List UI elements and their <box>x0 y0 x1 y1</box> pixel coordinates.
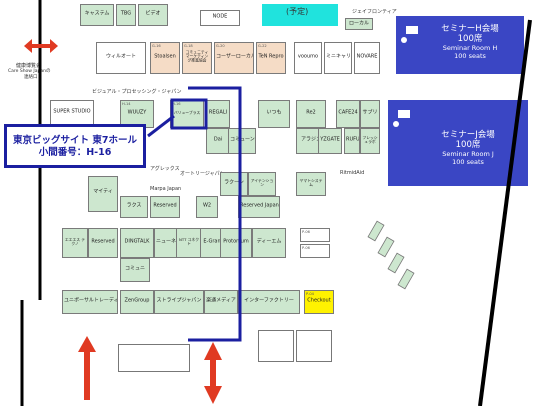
booth[interactable]: 楽通メディア <box>204 290 238 314</box>
agrex-label: アグレックス <box>150 166 180 172</box>
booth[interactable]: ディーエム <box>252 228 286 258</box>
booth[interactable]: フレッシュラボ <box>360 128 380 154</box>
arrow-up-down-icon <box>204 342 222 404</box>
arrow-left-right-icon <box>24 39 58 53</box>
careshow-label: Care Show Japanの <box>8 69 51 74</box>
diagonal-booths <box>367 220 415 290</box>
booth[interactable]: NOVARE <box>354 42 380 74</box>
booth[interactable]: ラクス <box>120 196 148 218</box>
supporter-label: オートリージャパン <box>180 171 225 177</box>
booth[interactable]: YZGATE <box>318 128 342 154</box>
route-path <box>188 86 242 342</box>
top-center-label: (予定) <box>286 7 309 16</box>
ritmid-label: RitmidAid <box>340 170 365 176</box>
booth[interactable]: Dai <box>206 128 230 154</box>
booth[interactable]: マイティ <box>88 176 118 212</box>
booth-small[interactable] <box>296 330 332 362</box>
booth[interactable]: CAFE24 <box>336 100 360 128</box>
booth[interactable]: Re2 <box>296 100 326 128</box>
marpa-label: Marpa Japan <box>150 186 182 192</box>
booth-small[interactable] <box>258 330 294 362</box>
top-right-label: ジェイフロンティア <box>352 9 397 15</box>
booth[interactable]: NTT コネクト <box>176 228 202 258</box>
booth[interactable]: vooumo <box>294 42 322 74</box>
booth-callout: 東京ビッグサイト 東7ホール 小間番号：H-16 <box>4 124 146 168</box>
booth[interactable]: Reserved <box>150 196 180 218</box>
h16-highlight <box>170 98 208 130</box>
presenter-icon <box>393 26 418 127</box>
callout-venue: 東京ビッグサイト 東7ホール <box>13 135 137 146</box>
booth[interactable]: ユニポーサルトレーディング <box>62 290 118 314</box>
booth[interactable]: ZenGroup <box>120 290 154 314</box>
booth[interactable]: Protonium <box>220 228 252 258</box>
booth[interactable]: SUPER STUDIO <box>50 100 94 126</box>
booth[interactable]: コミューン <box>228 128 256 154</box>
booth[interactable]: コミュニ <box>120 258 150 282</box>
booth[interactable]: ローカル <box>345 18 373 30</box>
booth[interactable]: TBG <box>116 4 136 26</box>
booth[interactable]: RUFU <box>344 128 360 154</box>
right-wall <box>478 19 532 406</box>
booth[interactable]: ヤマトシステム <box>296 172 326 196</box>
booth[interactable]: いつも <box>258 100 290 128</box>
arrow-up-icon <box>78 336 96 400</box>
booth[interactable]: アイテンション <box>248 172 276 196</box>
booth[interactable]: サブリ <box>360 100 380 128</box>
booth[interactable]: Reserved <box>88 228 118 258</box>
booth[interactable]: NODE <box>200 10 240 26</box>
booth-small[interactable] <box>118 344 190 372</box>
careshow-label-2: 連絡口 <box>24 75 38 80</box>
seminar-room-j[interactable]: セミナーJ会場 100席 Seminar Room J 100 seats <box>388 100 528 186</box>
booth[interactable]: ミニキャリ <box>324 42 352 74</box>
booth[interactable]: ストライプジャパン <box>154 290 204 314</box>
booth[interactable]: W2 <box>196 196 218 218</box>
healthcare-label: 健康博覧会 <box>16 63 42 69</box>
booth[interactable]: ビデオ <box>138 4 168 26</box>
booth[interactable]: P-06 <box>300 244 330 258</box>
booth[interactable]: DINGTALK <box>120 228 154 258</box>
booth[interactable]: ウィルオート <box>96 42 146 74</box>
booth[interactable]: ラクーン <box>220 172 248 196</box>
callout-pointer <box>147 114 175 138</box>
zone-label-visual: ビジュアル・プロセッシング・ジャパン <box>92 89 182 95</box>
seminar-room-h[interactable]: セミナーH会場 100席 Seminar Room H 100 seats <box>396 16 524 74</box>
top-highlight-band <box>262 4 338 26</box>
booth[interactable]: キャステム <box>80 4 114 26</box>
booth[interactable]: エエエス テクノ <box>62 228 88 258</box>
booth[interactable]: REGALI <box>206 100 230 128</box>
booth[interactable]: P-06 <box>300 228 330 242</box>
callout-booth-number: 小間番号：H-16 <box>38 147 112 158</box>
